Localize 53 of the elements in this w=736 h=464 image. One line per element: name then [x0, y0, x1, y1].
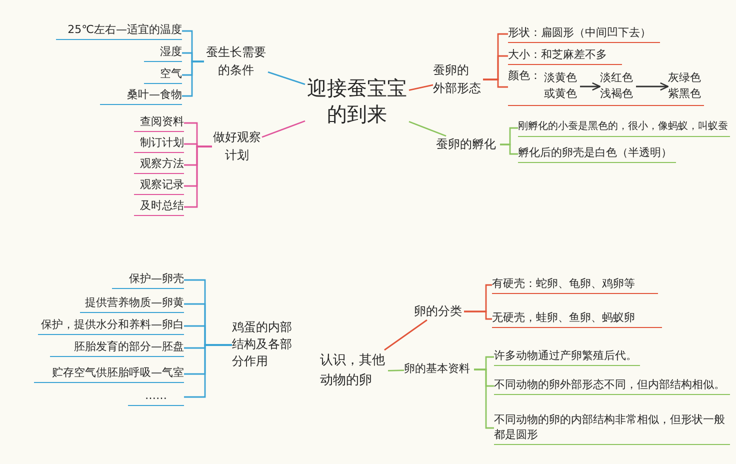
leaf-item: 及时总结 — [134, 198, 184, 216]
branch-line — [500, 144, 518, 155]
leaf-item: 提供营养物质—卵黄 — [80, 295, 184, 313]
branch-topic: 蚕生长需要的条件 — [204, 42, 268, 81]
branch-line — [184, 344, 232, 398]
branch-topic: 蚕卵的外部形态 — [433, 60, 483, 99]
branch-line — [408, 84, 434, 91]
leaf-item — [508, 68, 704, 106]
central-topic: 认识，其他动物的卵 — [320, 350, 388, 393]
central-topic: 迎接蚕宝宝的到来 — [305, 74, 409, 129]
color-stage: 灰绿色紫黑色 — [668, 69, 704, 104]
branch-line — [262, 120, 306, 138]
branch-line — [464, 310, 492, 320]
branch-line — [408, 121, 446, 137]
leaf-item: 贮存空气供胚胎呼吸—气室 — [34, 365, 184, 383]
color-stage: 淡黄色或黄色 — [544, 69, 580, 104]
leaf-item: 观察记录 — [134, 177, 184, 195]
arrow — [636, 82, 669, 91]
leaf-item: 刚孵化的小蚕是黑色的，很小，像蚂蚁，叫蚁蚕 — [518, 119, 730, 137]
branch-line — [384, 319, 428, 351]
branch-topic: 卵的分类 — [414, 303, 464, 320]
leaf-item: 湿度 — [144, 44, 182, 62]
leaf-item: 查阅资料 — [134, 114, 184, 132]
color-stage: 淡红色浅褐色 — [600, 69, 636, 104]
leaf-item: 胚胎发育的部分—胚盘 — [50, 339, 184, 357]
leaf-item: 孵化后的卵壳是白色（半透明） — [518, 145, 676, 163]
leaf-item: 形状：扁圆形（中间凹下去） — [508, 25, 660, 43]
leaf-item: 桑叶—食物 — [100, 87, 182, 105]
arrow — [580, 82, 601, 91]
branch-line — [483, 78, 508, 88]
leaf-item: 25℃左右—适宜的温度 — [56, 22, 182, 40]
leaf-item: 观察方法 — [134, 156, 184, 174]
branch-topic: 做好观察计划 — [212, 127, 262, 166]
leaf-item: 制订计划 — [134, 135, 184, 153]
branch-topic: 卵的基本资料 — [404, 361, 474, 378]
row-label: 颜色： — [508, 69, 541, 83]
leaf-item: 大小：和芝麻差不多 — [508, 47, 622, 65]
branch-line — [474, 368, 494, 429]
branch-topic: 鸡蛋的内部结构及各部分作用 — [232, 318, 296, 372]
leaf-item: 空气 — [144, 66, 182, 84]
leaf-item: …… — [128, 388, 184, 406]
leaf-item: 不同动物的卵外部形态不同，但内部结构相似。 — [494, 377, 730, 395]
branch-topic: 蚕卵的孵化 — [436, 136, 500, 153]
branch-line — [268, 71, 306, 85]
branch-line — [388, 370, 404, 372]
branch-line — [182, 60, 204, 97]
leaf-item: 保护，提供水分和养料—卵白 — [38, 317, 184, 335]
leaf-item: 保护—卵壳 — [112, 271, 184, 289]
leaf-item: 有硬壳：蛇卵、龟卵、鸡卵等 — [492, 276, 658, 294]
leaf-item: 无硬壳，蛙卵、鱼卵、蚂蚁卵 — [492, 310, 662, 328]
leaf-item: 不同动物的卵的内部结构非常相似，但形状一般都是圆形 — [494, 411, 730, 445]
branch-line — [184, 146, 212, 208]
leaf-item: 许多动物通过产卵繁殖后代。 — [494, 348, 640, 366]
